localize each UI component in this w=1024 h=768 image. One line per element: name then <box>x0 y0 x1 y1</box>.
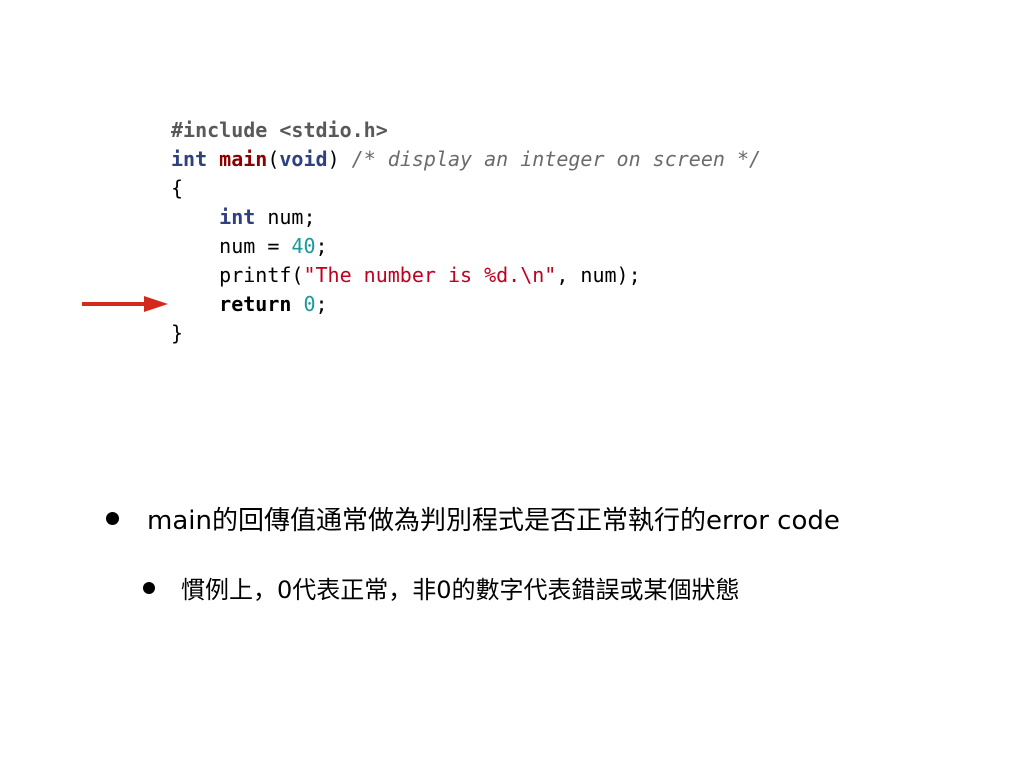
bullet-dot-icon <box>106 512 119 525</box>
printf-call: printf( <box>219 263 304 287</box>
keyword-int: int <box>219 205 256 229</box>
space <box>340 147 352 171</box>
bullet-item-level-1: main的回傳值通常做為判別程式是否正常執行的error code <box>106 500 840 537</box>
string-literal: "The number is %d.\n" <box>303 263 557 287</box>
number-literal: 40 <box>291 234 316 258</box>
bullet-item-level-2: 慣例上，0代表正常，非0的數字代表錯誤或某個狀態 <box>143 570 740 605</box>
function-name-main: main <box>219 147 268 171</box>
code-block: #include <stdio.h> int main(void) /* disp… <box>171 116 761 348</box>
code-comment: /* display an integer on screen */ <box>351 147 762 171</box>
bullet-text: main的回傳值通常做為判別程式是否正常執行的error code <box>147 506 840 536</box>
open-paren: ( <box>267 147 280 171</box>
code-line-printf: printf("The number is %d.\n", num); <box>171 261 761 290</box>
code-line-include: #include <stdio.h> <box>171 116 761 145</box>
keyword-int: int <box>171 147 208 171</box>
code-line-return: return 0; <box>171 290 761 319</box>
declaration-rest: num; <box>255 205 316 229</box>
semicolon: ; <box>315 234 328 258</box>
indent <box>171 205 219 229</box>
keyword-return: return <box>219 292 292 316</box>
close-brace: } <box>171 321 184 345</box>
space <box>291 292 303 316</box>
close-paren: ) <box>327 147 340 171</box>
indent <box>171 292 219 316</box>
printf-args-rest: , num); <box>556 263 641 287</box>
open-brace: { <box>171 176 184 200</box>
code-line-close-brace: } <box>171 319 761 348</box>
bullet-text: 慣例上，0代表正常，非0的數字代表錯誤或某個狀態 <box>181 576 740 604</box>
code-line-main: int main(void) /* display an integer on … <box>171 145 761 174</box>
semicolon: ; <box>315 292 328 316</box>
indent <box>171 234 219 258</box>
bullet-dot-icon <box>143 581 155 594</box>
assign-lhs: num = <box>219 234 292 258</box>
code-line-assign: num = 40; <box>171 232 761 261</box>
keyword-void: void <box>279 147 328 171</box>
include-directive: #include <stdio.h> <box>171 118 388 142</box>
code-line-open-brace: { <box>171 174 761 203</box>
indent <box>171 263 219 287</box>
code-line-declare: int num; <box>171 203 761 232</box>
right-arrow-icon <box>82 296 168 312</box>
number-literal: 0 <box>303 292 316 316</box>
